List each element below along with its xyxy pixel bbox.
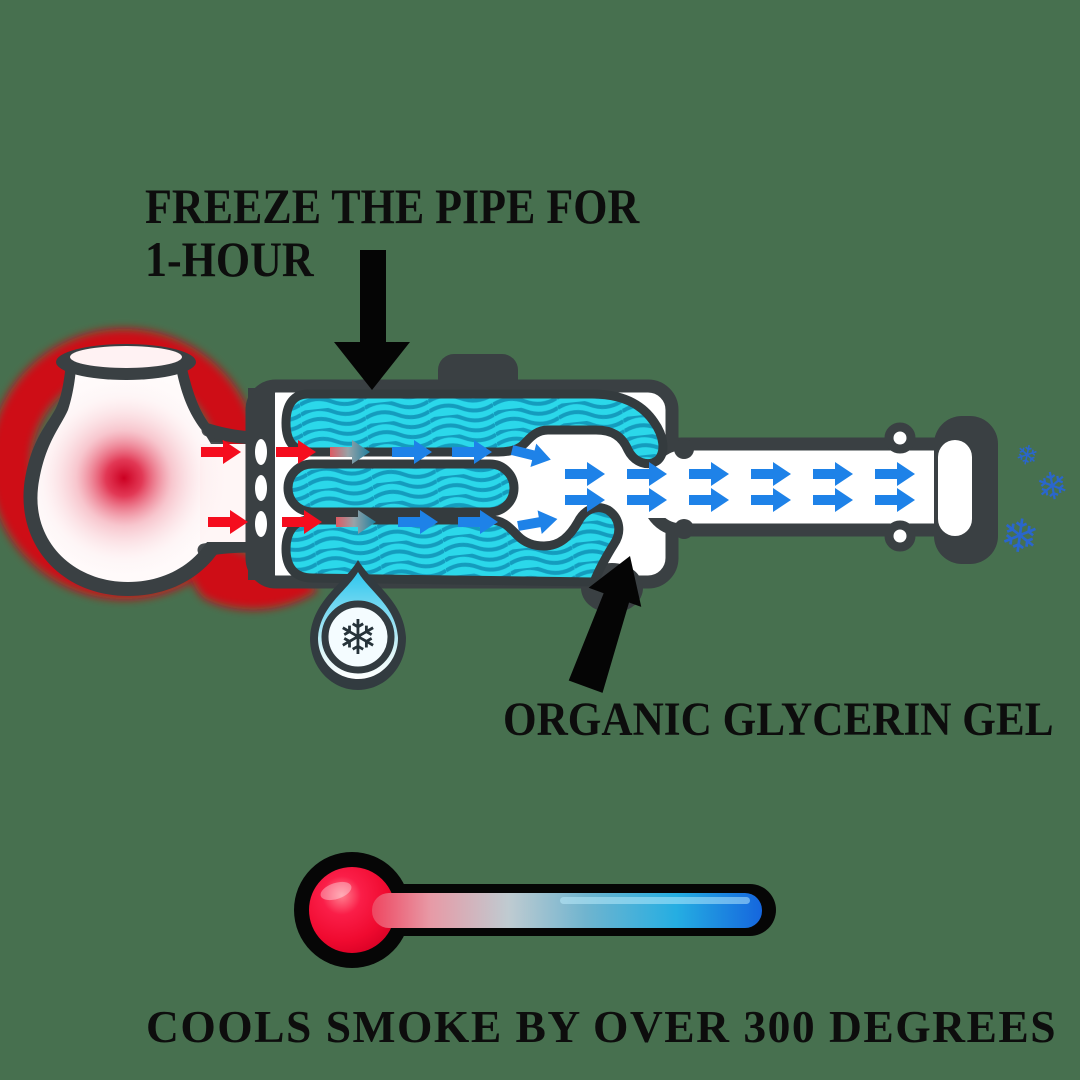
droplet-badge	[321, 600, 395, 674]
glycerin-arrow-up-icon	[568, 556, 642, 693]
bowl-opening	[70, 346, 182, 368]
freeze-arrow-down-icon	[334, 250, 410, 390]
smoke-hole	[255, 511, 267, 537]
glycerin-gel-chambers	[281, 389, 668, 587]
thermometer	[294, 852, 776, 968]
smoke-hole	[255, 475, 267, 501]
pipe-stem	[641, 437, 977, 537]
bowl-heat-glow	[37, 368, 238, 582]
stem-bump-bottom	[884, 520, 916, 552]
stem-waist-top	[674, 439, 694, 459]
stem-waist-bottom	[674, 519, 694, 539]
freeze-snowflake-icon: ❄	[338, 610, 378, 666]
heading-line-1: FREEZE THE PIPE FOR	[145, 178, 640, 234]
cold-smoke-snowflakes: ❄ ❄ ❄	[997, 439, 1072, 566]
mouthpiece-bore	[938, 440, 972, 536]
thermometer-bulb	[309, 867, 395, 953]
bulb-highlight	[320, 881, 352, 901]
snowflake-icon: ❄	[997, 507, 1043, 566]
mouthpiece	[934, 416, 998, 564]
freeze-instruction-heading: FREEZE THE PIPE FOR 1-HOUR	[145, 180, 639, 286]
pipe-bowl	[0, 329, 318, 610]
stem-bump-top	[884, 422, 916, 454]
snowflake-icon: ❄	[1033, 462, 1072, 511]
smoke-hole	[255, 439, 267, 465]
glycerin-chamber-middle	[283, 459, 519, 517]
glycerin-droplet: ❄	[310, 560, 406, 690]
heading-line-2: 1-HOUR	[145, 231, 314, 287]
glycerin-gel-label: ORGANIC GLYCERIN GEL	[503, 693, 1054, 746]
stem-junction	[636, 460, 696, 518]
glycerin-chamber-top	[281, 389, 668, 469]
stem-highlight	[560, 897, 750, 904]
cooling-claim-label: COOLS SMOKE BY OVER 300 DEGREES	[146, 1001, 1058, 1052]
